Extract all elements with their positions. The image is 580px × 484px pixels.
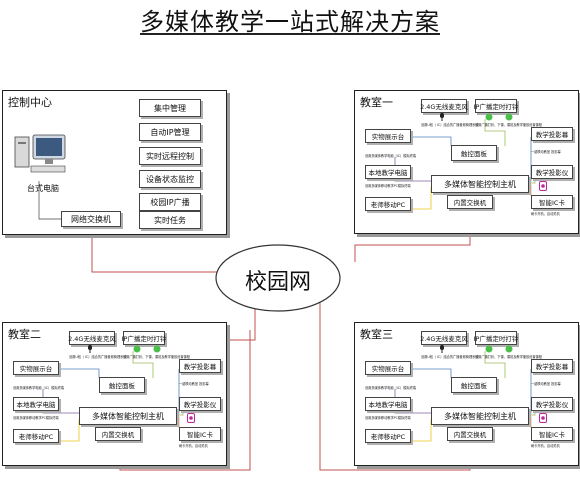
mic-note: 设置U段（ IC）结合的广播音频管理系统 (69, 355, 127, 359)
function-campus-broadcast[interactable]: 校园IP广播 (139, 193, 201, 211)
speaker-icon-green (485, 345, 493, 353)
visualizer-box[interactable]: 实物展示台 (365, 129, 411, 143)
visualizer-box[interactable]: 实物展示台 (13, 361, 59, 375)
wireless-mic-box[interactable]: 2.4G无线麦克风 (420, 99, 468, 113)
ic-card-box[interactable]: 智能IC卡 (531, 195, 573, 209)
projector-box[interactable]: 教学投影仪 (179, 397, 221, 411)
touch-panel-box[interactable]: 触控面板 (451, 145, 497, 161)
screen-note: 一键联动教室 投影幕 (531, 150, 561, 154)
mobile-note: 设置多媒体移动教学PC模拟终端 (365, 416, 411, 420)
function-realtime-tasks[interactable]: 实时任务 (139, 211, 201, 229)
wireless-mic-box[interactable]: 2.4G无线麦克风 (420, 331, 468, 345)
function-status-monitor[interactable]: 设备状态监控 (139, 170, 201, 188)
classroom-2-title: 教室二 (8, 328, 41, 341)
control-switch-label: 网络交换机 (71, 214, 111, 224)
local-note: 设置多媒体教学电脑（IC）模拟终端 (365, 386, 416, 390)
microphone-icon (440, 113, 444, 121)
switch-box[interactable]: 内置交换机 (95, 427, 141, 441)
ic-card-icon (539, 413, 547, 423)
mobile-pc-box[interactable]: 老师移动PC (365, 197, 411, 211)
control-network-switch[interactable]: 网络交换机 (61, 211, 121, 227)
switch-box[interactable]: 内置交换机 (447, 195, 493, 209)
desktop-computer-icon (14, 134, 66, 173)
page-title: 多媒体教学一站式解决方案 (140, 8, 440, 36)
local-pc-box[interactable]: 本地教学电脑 (365, 397, 411, 411)
wireless-mic-box[interactable]: 2.4G无线麦克风 (68, 331, 116, 345)
speaker-icon-green (133, 345, 141, 353)
projector-box[interactable]: 教学投影仪 (531, 397, 573, 411)
bell-note: 设置广播打铃，下课，课前及教学播放设置课程 (475, 355, 542, 359)
control-host-box[interactable]: 多媒体智能控制主机 (431, 407, 529, 425)
ic-note: 刷卡开机，自动关机 (531, 212, 560, 216)
visualizer-box[interactable]: 实物展示台 (365, 361, 411, 375)
ic-card-box[interactable]: 智能IC卡 (531, 427, 573, 441)
function-central-management[interactable]: 集中管理 (139, 99, 201, 117)
mobile-pc-box[interactable]: 老师移动PC (365, 429, 411, 443)
ip-bell-box[interactable]: IP广播定时打铃 (474, 99, 518, 113)
ic-note: 刷卡开机，自动关机 (179, 444, 208, 448)
classroom-1-title: 教室一 (360, 96, 393, 109)
microphone-icon (88, 345, 92, 353)
ip-bell-box[interactable]: IP广播定时打铃 (122, 331, 166, 345)
touch-panel-box[interactable]: 触控面板 (451, 377, 497, 393)
classroom-3-panel: 教室三 2.4G无线麦克风 IP广播定时打铃 设置U段（ IC）结合的广播音频管… (354, 322, 579, 466)
classroom-2-panel: 教室二 2.4G无线麦克风 IP广播定时打铃 设置U段（ IC）结合的广播音频管… (2, 322, 227, 466)
bell-note: 设置广播打铃，下课，课前及教学播放设置课程 (123, 355, 190, 359)
screen-note: 一键联动教室 投影幕 (531, 382, 561, 386)
control-links (38, 181, 61, 220)
local-note: 设置多媒体教学电脑（IC）模拟终端 (13, 386, 64, 390)
screen-note: 一键联动教室 投影幕 (179, 382, 209, 386)
classroom-3-title: 教室三 (360, 328, 393, 341)
ic-card-icon (539, 181, 547, 191)
function-auto-ip[interactable]: 自动IP管理 (139, 123, 201, 141)
touch-panel-box[interactable]: 触控面板 (99, 377, 145, 393)
classroom-1-panel: 教室一 2.4G无线麦克风 IP广播定时打铃 设置U段（ IC）结合的广播音频管… (354, 90, 579, 234)
campus-network-ellipse (215, 244, 341, 312)
local-note: 设置多媒体教学电脑（IC）模拟终端 (365, 154, 416, 158)
function-remote-control[interactable]: 实时远程控制 (139, 147, 201, 165)
desktop-pc-label: 台式电脑 (27, 184, 59, 193)
speaker-icon-green-2 (505, 113, 513, 121)
microphone-icon (440, 345, 444, 353)
mobile-note: 设置多媒体移动教学PC模拟终端 (13, 416, 59, 420)
control-center-title: 控制中心 (8, 96, 52, 109)
switch-box[interactable]: 内置交换机 (447, 427, 493, 441)
mic-note: 设置U段（ IC）结合的广播音频管理系统 (421, 123, 479, 127)
mic-note: 设置U段（ IC）结合的广播音频管理系统 (421, 355, 479, 359)
control-center-panel: 控制中心 台式电脑 网络交换机 集中管理 自动IP管理 实时远程控制 设备状态监… (2, 90, 227, 235)
title-underline (140, 33, 440, 35)
screen-box[interactable]: 教学投影幕 (531, 359, 573, 373)
campus-network-label: 校园网 (244, 270, 311, 295)
speaker-icon-green-2 (505, 345, 513, 353)
speaker-icon-green (485, 113, 493, 121)
projector-box[interactable]: 教学投影仪 (531, 165, 573, 179)
mobile-note: 设置多媒体移动教学PC模拟终端 (365, 184, 411, 188)
control-host-box[interactable]: 多媒体智能控制主机 (431, 175, 529, 193)
bell-note: 设置广播打铃，下课，课前及教学播放设置课程 (475, 123, 542, 127)
local-pc-box[interactable]: 本地教学电脑 (13, 397, 59, 411)
screen-box[interactable]: 教学投影幕 (531, 127, 573, 141)
speaker-icon-green-2 (153, 345, 161, 353)
ic-card-icon (187, 413, 195, 423)
ic-card-box[interactable]: 智能IC卡 (179, 427, 221, 441)
control-host-box[interactable]: 多媒体智能控制主机 (79, 407, 177, 425)
ic-note: 刷卡开机，自动关机 (531, 444, 560, 448)
mobile-pc-box[interactable]: 老师移动PC (13, 429, 59, 443)
ip-bell-box[interactable]: IP广播定时打铃 (474, 331, 518, 345)
local-pc-box[interactable]: 本地教学电脑 (365, 165, 411, 179)
screen-box[interactable]: 教学投影幕 (179, 359, 221, 373)
